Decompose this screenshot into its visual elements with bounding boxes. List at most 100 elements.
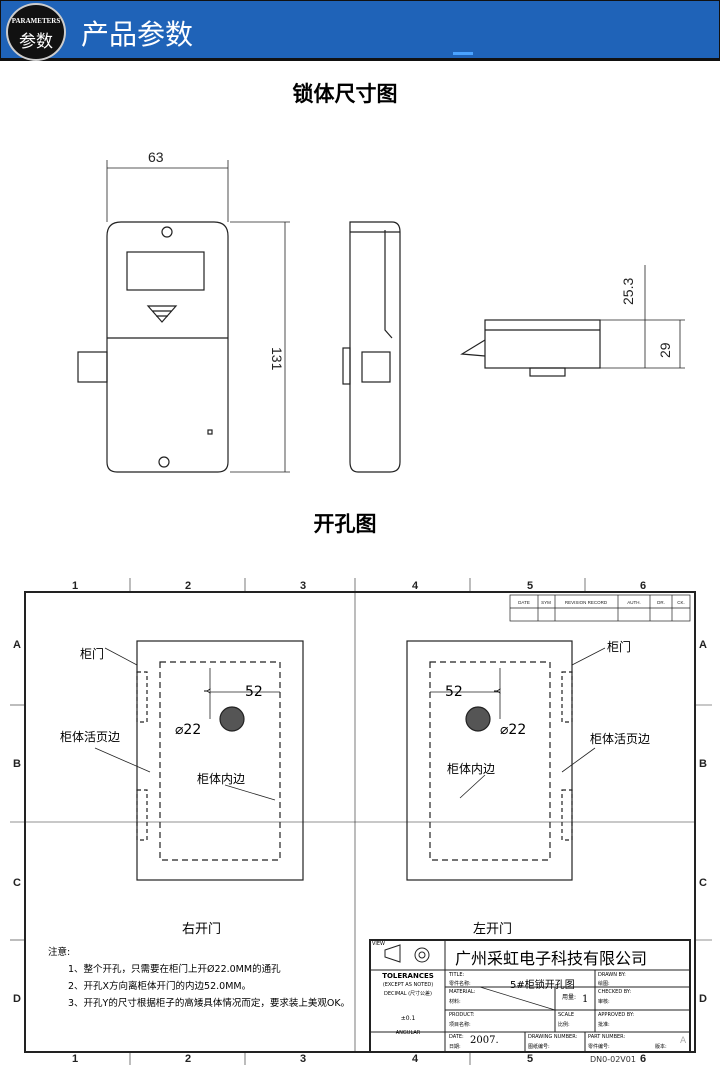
titleblock-approved-cn: 批准: <box>598 1022 610 1028</box>
company-name: 广州采虹电子科技有限公司 <box>455 949 648 968</box>
tolerances: TOLERANCES (EXCEPT AS NOTED) DECIMAL (尺寸… <box>372 972 444 1038</box>
notes-heading: 注意: <box>48 947 71 958</box>
left-door-label: 柜门 <box>80 647 105 661</box>
titleblock-checked-cn: 审核: <box>598 999 610 1005</box>
dim-height: 131 <box>269 347 285 371</box>
sheet-label: A <box>680 1036 687 1046</box>
section-header: PARAMETERS 参数 产品参数 <box>0 0 720 61</box>
revision-header: DATE <box>518 600 530 605</box>
titleblock-date-cn: 日期: <box>449 1044 461 1050</box>
revision-header: REVISION RECORD <box>565 600 608 605</box>
right-hinge-label: 柜体活页边 <box>590 732 651 746</box>
right-inner-label: 柜体内边 <box>447 762 496 776</box>
row-label-right: D <box>699 993 707 1005</box>
qty-label: 用量: <box>562 994 577 1001</box>
document-number: DN0-02V01 <box>590 1055 636 1064</box>
right-open-door-drawing <box>94 640 304 881</box>
revision-header: SYM <box>541 600 551 605</box>
left-open-door-drawing <box>406 640 606 881</box>
right-y-dim: Y <box>490 688 501 694</box>
column-label-bottom: 2 <box>185 1053 191 1065</box>
titleblock-material-cn: 材料: <box>449 999 461 1005</box>
decimal-label: DECIMAL (尺寸公差) <box>384 991 432 997</box>
note-2: 2、开孔X方向离柜体开门的内边52.0MM。 <box>68 981 252 992</box>
titleblock-part-label: PART NUMBER: <box>588 1034 626 1040</box>
column-label-bottom: 3 <box>300 1053 306 1065</box>
column-label-top: 4 <box>412 580 419 592</box>
dim-width: 63 <box>148 149 164 165</box>
notes: 注意: 1、整个开孔，只需要在柜门上开Ø22.0MM的通孔 2、开孔X方向离柜体… <box>48 944 350 1012</box>
tolerances-label: TOLERANCES <box>382 972 434 980</box>
column-label-bottom: 6 <box>640 1053 646 1065</box>
except-label: (EXCEPT AS NOTED) <box>382 982 434 988</box>
note-1: 1、整个开孔，只需要在柜门上开Ø22.0MM的通孔 <box>68 964 281 975</box>
left-open-caption: 左开门 <box>473 922 513 937</box>
titleblock-rev: 版本: <box>655 1044 667 1050</box>
titleblock-title-label-cn: 零件名称: <box>449 981 471 987</box>
view-label: VIEW <box>372 941 385 947</box>
right-diameter: ⌀22 <box>500 722 527 738</box>
left-diameter: ⌀22 <box>175 722 202 738</box>
row-label-right: A <box>699 639 707 651</box>
revision-table <box>509 594 691 622</box>
titleblock-drawing-cn: 图纸编号: <box>528 1044 550 1050</box>
date-value: 2007. <box>470 1035 499 1046</box>
left-y-dim: Y <box>200 688 211 694</box>
column-label-bottom: 4 <box>412 1053 419 1065</box>
badge-en: PARAMETERS <box>11 17 61 25</box>
grid-ticks <box>10 578 712 1065</box>
cutout-title: 开孔图 <box>313 511 377 536</box>
lock-dimension-title: 锁体尺寸图 <box>292 81 398 106</box>
page-title: 产品参数 <box>81 18 194 51</box>
row-label-right: C <box>699 877 707 889</box>
angular-label: ANGULAR <box>395 1030 421 1036</box>
badge-cn: 参数 <box>19 32 53 52</box>
titleblock-scale-cn: 比例: <box>558 1022 570 1028</box>
revision-header: CK. <box>677 600 685 605</box>
qty-value: 1 <box>582 994 589 1005</box>
lock-front-view <box>77 160 290 473</box>
revision-header: AUTH. <box>627 600 641 605</box>
right-x-dim: 52 <box>445 684 463 700</box>
title-block <box>369 939 691 1053</box>
titleblock-approved: APPROVED BY: <box>598 1012 635 1018</box>
column-label-bottom: 1 <box>72 1053 78 1065</box>
row-label-right: B <box>699 758 707 770</box>
column-label-top: 2 <box>185 580 191 592</box>
column-label-top: 6 <box>640 580 646 592</box>
titleblock-date-label: DATE: <box>449 1034 464 1040</box>
titleblock-drawing-label: DRAWING NUMBER: <box>528 1034 578 1040</box>
titleblock-product-cn: 项目名称: <box>449 1022 471 1028</box>
titleblock-material-label: MATERIAL: <box>449 989 476 995</box>
titleblock-checked: CHECKED BY: <box>598 989 632 995</box>
dim-29: 29 <box>657 342 673 358</box>
lock-top-view <box>460 265 685 377</box>
revision-header: DR. <box>657 600 665 605</box>
row-label-left: D <box>13 993 21 1005</box>
parameters-badge: PARAMETERS 参数 <box>6 3 66 61</box>
note-3: 3、开孔Y的尺寸根据柜子的高矮具体情况而定，要求装上美观OK。 <box>68 998 351 1009</box>
row-label-left: B <box>13 758 21 770</box>
tolerance-value: ±0.1 <box>400 1015 416 1022</box>
right-door-label: 柜门 <box>607 640 632 654</box>
column-label-top: 3 <box>300 580 306 592</box>
drawing-title: 5#柜锁开孔图 <box>510 980 575 991</box>
titleblock-part-cn: 零件编号: <box>588 1044 610 1050</box>
right-open-caption: 右开门 <box>182 922 222 937</box>
titleblock-product-label: PRODUCT: <box>449 1012 475 1018</box>
column-label-top: 1 <box>72 580 78 592</box>
row-label-left: A <box>13 639 21 651</box>
left-hinge-label: 柜体活页边 <box>60 730 121 744</box>
titleblock-drawn: DRAWN BY: <box>598 972 626 978</box>
left-x-dim: 52 <box>245 684 263 700</box>
indicator <box>453 52 473 55</box>
titleblock-title-label: TITLE: <box>449 972 465 978</box>
column-label-bottom: 5 <box>527 1053 533 1065</box>
titleblock-scale-label: SCALE <box>558 1012 575 1018</box>
lock-side-view <box>342 221 401 473</box>
dim-25-3: 25.3 <box>620 278 636 305</box>
row-label-left: C <box>13 877 21 889</box>
column-label-top: 5 <box>527 580 533 592</box>
